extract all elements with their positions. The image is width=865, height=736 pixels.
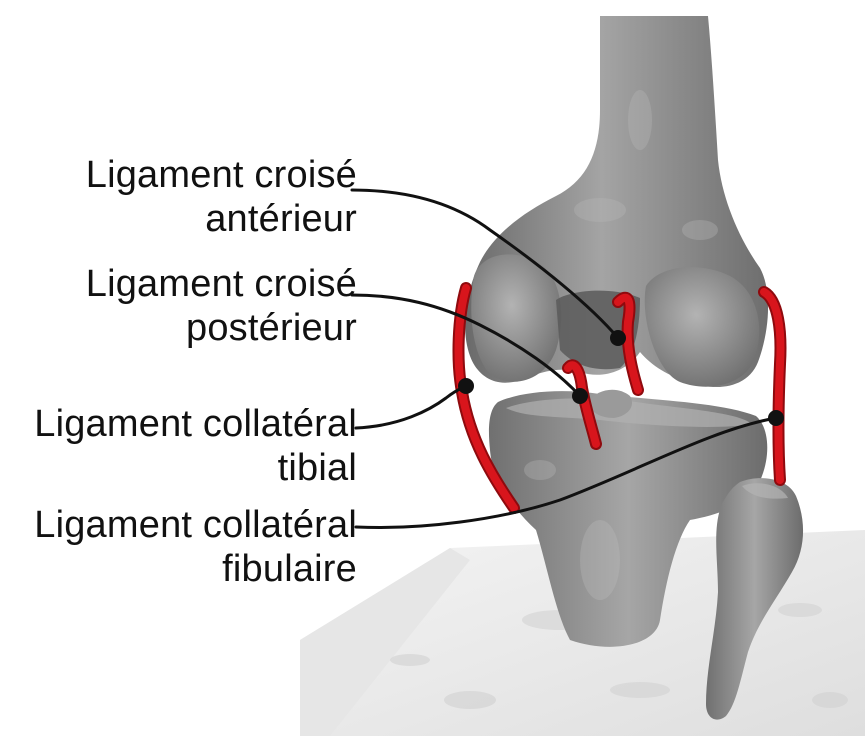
mcl-leader — [356, 386, 466, 428]
mcl-marker — [458, 378, 474, 394]
pcl-marker — [572, 388, 588, 404]
lcl-marker — [768, 410, 784, 426]
acl-marker — [610, 330, 626, 346]
